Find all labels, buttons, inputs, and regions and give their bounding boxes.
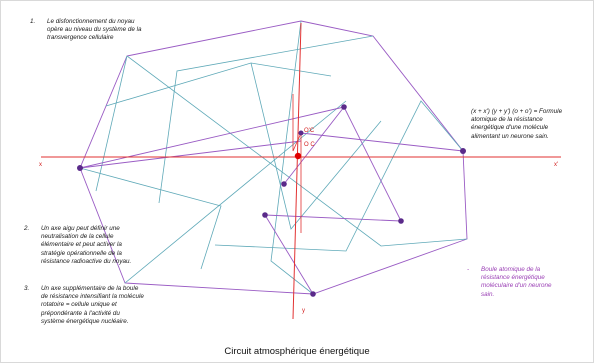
note-3: 3. Un axe supplémentaire de la boule de …	[24, 285, 211, 326]
formula-line: alimentant un neurone sain.	[471, 132, 549, 140]
note-3-line: Un axe supplémentaire de la boule	[41, 285, 139, 292]
note-2-line: résistance radioactive du noyau.	[41, 257, 132, 265]
point-mid-upper	[298, 130, 304, 136]
point-bottom	[310, 291, 316, 297]
note-2-line: stratégie opérationnelle de la	[41, 249, 122, 257]
note-1-line: opère au niveau du système de la	[47, 26, 142, 34]
violet-line-2	[300, 132, 464, 152]
red-guide-lines	[292, 94, 302, 233]
teal-line-5	[270, 20, 314, 295]
violet-line-7	[79, 140, 302, 169]
violet-line-6	[343, 106, 402, 222]
violet-line-4	[264, 214, 402, 222]
teal-line-3	[79, 167, 222, 270]
x-prime-label: x'	[554, 162, 559, 168]
violet-line-3	[283, 106, 345, 185]
point-upper	[341, 104, 347, 110]
violet-connections	[79, 106, 464, 295]
point-right	[460, 148, 466, 154]
diagram-caption: Circuit atmosphérique énergétique	[224, 346, 370, 357]
formula-line: (x + x') (y + y') (o + o') = Formule	[471, 108, 563, 115]
note-2: 2. Un axe aigu peut définir une neutrali…	[24, 225, 201, 266]
violet-line-1	[79, 106, 345, 169]
point-inner-right	[398, 218, 404, 224]
note-3-line: prépondérante à l'activité du	[41, 309, 120, 317]
teal-line-7	[105, 62, 332, 107]
note-2-line: neutralisation de la cellule	[41, 233, 114, 241]
note-3-number: 3.	[24, 285, 30, 292]
violet-line-5	[264, 214, 314, 295]
legend-bullet: -	[467, 266, 470, 273]
note-3-line: système énergétique nucléaire.	[41, 317, 129, 325]
point-inner-left	[262, 212, 268, 218]
teal-line-1	[126, 55, 468, 247]
origin-point	[294, 152, 302, 160]
x-label: x	[39, 162, 42, 168]
origin-label: O C	[304, 142, 315, 148]
note-1-line: Le disfonctionnement du noyau	[47, 18, 135, 25]
legend-line: moléculaire d'un neurone	[481, 282, 552, 290]
formula-note: (x + x') (y + y') (o + o') = Formule ato…	[471, 108, 591, 141]
note-1-number: 1.	[30, 18, 36, 25]
note-1: 1. Le disfonctionnement du noyau opère a…	[30, 18, 217, 43]
legend-note: - Boule atomique de la résistance énergé…	[467, 266, 591, 299]
point-left	[77, 165, 83, 171]
teal-line-2	[158, 35, 374, 204]
origin-prime-label: O'C	[304, 128, 315, 134]
note-1-line: transvergence cellulaire	[47, 34, 114, 42]
teal-line-6	[214, 100, 464, 252]
note-2-number: 2.	[24, 225, 30, 232]
teal-line-9	[250, 62, 382, 230]
formula-line: énergétique d'une molécule	[471, 124, 549, 132]
teal-line-4	[124, 100, 347, 284]
teal-line-8	[95, 55, 128, 192]
legend-line: Boule atomique de la	[481, 266, 541, 273]
note-2-line: Un axe aigu peut définir une	[41, 225, 120, 232]
note-3-line: rotatoire = cellule unique et	[41, 301, 117, 309]
legend-line: résistance énergétique	[481, 274, 545, 282]
y-axis	[292, 22, 302, 320]
formula-line: atomique de la résistance	[471, 116, 543, 124]
point-center-low	[281, 181, 287, 187]
legend-line: sain.	[481, 290, 495, 298]
y-label: y	[302, 308, 305, 314]
note-3-line: de résistance intensifiant la molécule	[41, 293, 144, 301]
atom-points	[77, 104, 466, 297]
note-2-line: élémentaire et peut activer la	[41, 241, 122, 249]
